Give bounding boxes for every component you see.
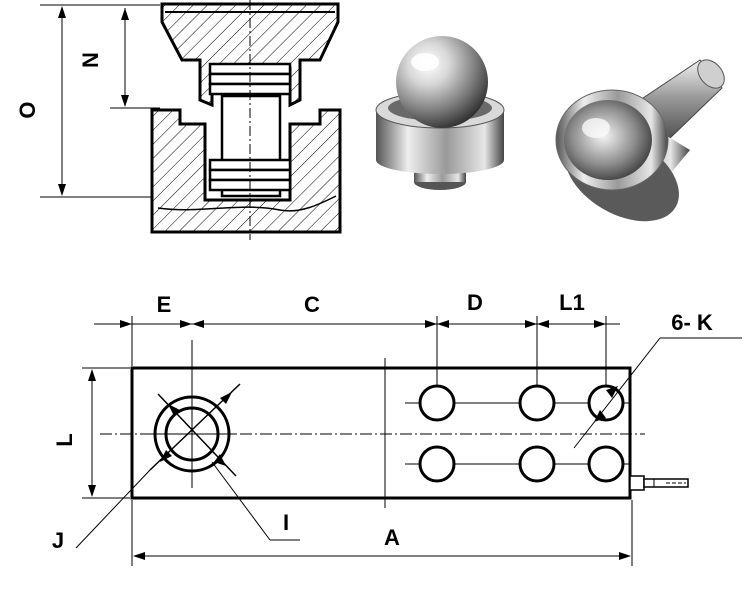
plan-view [100, 337, 742, 508]
section-view: O N [15, 0, 342, 240]
bolt-hole [587, 445, 625, 483]
dim-label-n: N [78, 52, 103, 68]
dim-label-l1: L1 [559, 290, 585, 315]
bolt-holes [418, 384, 625, 483]
dim-label-e: E [157, 292, 172, 317]
cable-gland [629, 475, 645, 491]
lower-base-section [150, 108, 342, 234]
ball-stud-photo [375, 36, 505, 190]
dim-label-c: C [304, 292, 320, 317]
bolt-hole [418, 445, 456, 483]
dim-label-l: L [52, 433, 77, 446]
dim-label-d: D [467, 290, 483, 315]
dim-label-a: A [384, 525, 400, 550]
dim-label-o: O [15, 101, 40, 118]
bolt-hole [518, 384, 556, 422]
break-line [157, 195, 337, 212]
plan-dimensions: E C D L1 6- K L A J I [52, 290, 713, 566]
beam-outline [130, 366, 632, 500]
dim-label-j: J [52, 528, 64, 553]
dim-label-k: 6- K [671, 310, 713, 335]
bolt-hole [518, 445, 556, 483]
dim-label-i: I [283, 510, 289, 535]
cup-pin-photo [555, 59, 725, 222]
bolt-hole [418, 384, 456, 422]
